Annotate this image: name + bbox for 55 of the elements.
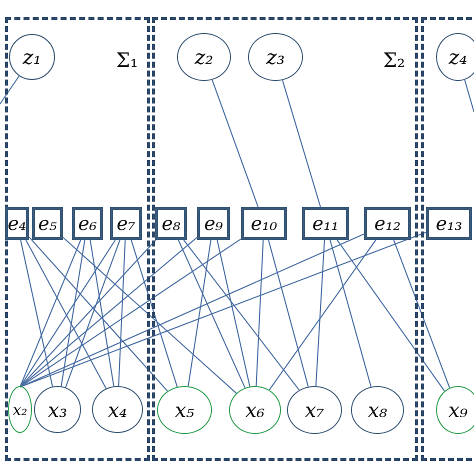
- connector-line: [256, 240, 264, 386]
- ellipse-node: x₈: [351, 386, 404, 434]
- ellipse-node: x₄: [92, 386, 143, 433]
- group-title: Σ₁: [116, 48, 138, 72]
- ellipse-node: x₅: [157, 386, 212, 434]
- ellipse-node: x₃: [34, 386, 81, 433]
- ellipse-node: x₉: [436, 386, 474, 434]
- ellipse-node: z₁: [9, 34, 55, 80]
- ellipse-node: x₆: [229, 386, 281, 434]
- connector-line: [282, 80, 322, 208]
- dashed-group-frame: [421, 17, 474, 461]
- group-title: Σ₂: [383, 48, 406, 72]
- connector-line: [0, 76, 20, 104]
- connector-line: [118, 240, 126, 386]
- connector-line: [62, 237, 237, 394]
- connector-line: [20, 238, 242, 388]
- connector-line: [393, 240, 450, 388]
- ellipse-node: x₂: [8, 386, 32, 433]
- square-node: e₁₁: [302, 207, 349, 240]
- square-node: e₉: [197, 207, 230, 240]
- ellipse-node: z₂: [177, 33, 231, 81]
- connector-line: [20, 234, 364, 388]
- connector-line: [216, 240, 250, 387]
- connector-line: [65, 240, 120, 388]
- square-node: e₁₂: [364, 207, 411, 240]
- connector-line: [188, 240, 212, 386]
- connector-line: [183, 240, 300, 390]
- connector-line: [25, 240, 107, 389]
- square-node: e₇: [110, 207, 142, 240]
- connector-line: [28, 236, 168, 392]
- connector-line: [20, 240, 54, 387]
- connector-line: [268, 240, 309, 387]
- dashed-group-frame: [5, 17, 150, 461]
- connector-line: [20, 240, 116, 388]
- square-node: e₈: [155, 207, 187, 240]
- square-node: e₄: [5, 207, 29, 240]
- square-node: e₁₃: [426, 207, 472, 240]
- connector-line: [60, 240, 86, 386]
- connector-line: [330, 240, 372, 387]
- connector-line: [268, 240, 376, 390]
- square-node: e₆: [72, 207, 103, 240]
- square-node: e₁₀: [241, 207, 287, 240]
- square-node: e₅: [32, 207, 63, 240]
- ellipse-node: x₇: [287, 386, 342, 434]
- connector-line: [90, 240, 114, 386]
- ellipse-node: z₃: [248, 33, 303, 81]
- connector-line: [178, 240, 246, 388]
- connector-line: [212, 80, 259, 208]
- connector-line: [130, 240, 178, 388]
- connector-line: [336, 240, 445, 392]
- connector-line: [20, 240, 82, 388]
- connector-line: [464, 80, 474, 112]
- dashed-group-frame: [152, 17, 418, 461]
- ellipse-node: z₄: [436, 33, 474, 81]
- connector-line: [315, 240, 326, 386]
